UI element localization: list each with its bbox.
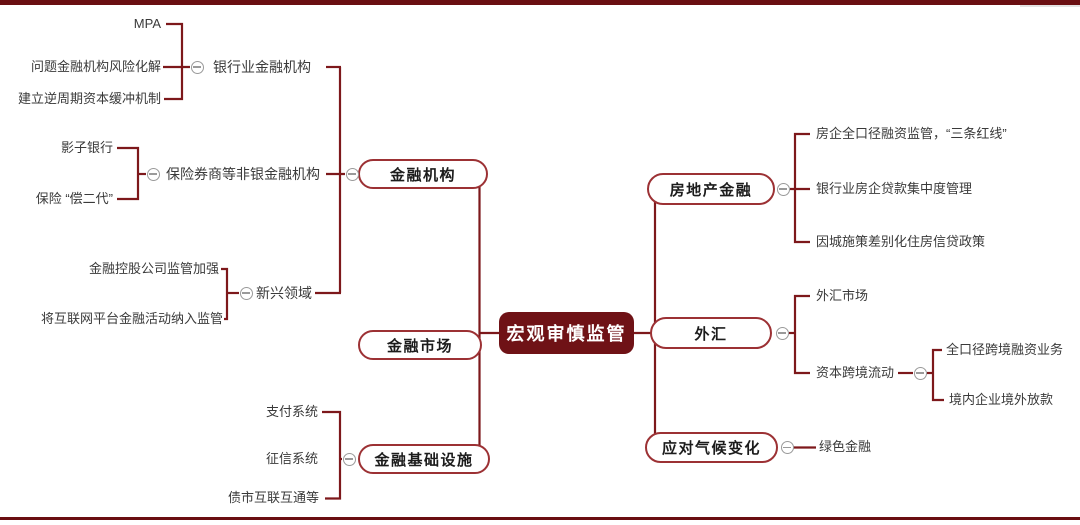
leaf-insurance-crossii[interactable]: 保险 “偿二代” — [35, 191, 113, 206]
collapse-minus-icon-fx[interactable] — [775, 326, 789, 340]
leaf-internet-platform-regulation[interactable]: 将互联网平台金融活动纳入监管 — [40, 311, 223, 326]
branch-node-financial-markets[interactable]: 金融市场 — [358, 330, 482, 360]
leaf-green-finance[interactable]: 绿色金融 — [819, 439, 872, 454]
leaf-loan-concentration-management[interactable]: 银行业房企贷款集中度管理 — [816, 181, 973, 196]
connector-bracket-realestate-children — [793, 132, 810, 244]
leaf-fx-market[interactable]: 外汇市场 — [816, 288, 869, 303]
subtopic-emerging-areas[interactable]: 新兴领域 — [256, 285, 312, 301]
collapse-minus-icon-climate[interactable] — [780, 441, 794, 454]
leaf-shadow-banking[interactable]: 影子银行 — [60, 140, 113, 155]
connector-bracket-banking-children — [164, 22, 184, 101]
bottom-border-bar — [0, 517, 1080, 520]
leaf-bond-market-connectivity[interactable]: 债市互联互通等 — [227, 490, 319, 505]
connector-bracket-infrastructure-children — [322, 410, 342, 500]
branch-node-financial-infrastructure[interactable]: 金融基础设施 — [358, 444, 490, 474]
branch-node-financial-institutions[interactable]: 金融机构 — [358, 159, 488, 189]
connector-bracket-nonbank-children — [117, 146, 140, 201]
branch-node-climate-change[interactable]: 应对气候变化 — [645, 432, 778, 463]
collapse-minus-icon-capital-flow[interactable] — [913, 366, 927, 380]
connector-bracket-fx-children — [793, 294, 810, 375]
top-right-scroll-artifact — [1020, 5, 1080, 7]
leaf-credit-reporting-system[interactable]: 征信系统 — [265, 451, 318, 466]
subtopic-nonbank-institutions[interactable]: 保险券商等非银金融机构 — [166, 166, 320, 182]
leaf-three-red-lines[interactable]: 房企全口径融资监管，“三条红线” — [816, 126, 1007, 141]
leaf-city-specific-housing-credit[interactable]: 因城施策差别化住房信贷政策 — [816, 234, 986, 249]
collapse-minus-icon-real-estate[interactable] — [776, 182, 790, 196]
leaf-countercyclical-buffer[interactable]: 建立逆周期资本缓冲机制 — [17, 91, 161, 106]
collapse-minus-icon-infrastructure[interactable] — [342, 452, 356, 466]
collapse-minus-icon-emerging[interactable] — [239, 286, 253, 300]
leaf-mpa[interactable]: MPA — [133, 16, 161, 31]
subtopic-cross-border-capital-flow[interactable]: 资本跨境流动 — [816, 365, 895, 380]
leaf-financial-holding-regulation[interactable]: 金融控股公司监管加强 — [88, 261, 219, 276]
root-node-macroprudential[interactable]: 宏观审慎监管 — [499, 312, 634, 354]
collapse-minus-icon-institutions[interactable] — [345, 167, 359, 181]
leaf-full-caliber-cross-border-financing[interactable]: 全口径跨境融资业务 — [946, 342, 1064, 357]
subtopic-banking-institutions[interactable]: 银行业金融机构 — [213, 59, 311, 75]
top-border-bar — [0, 0, 1080, 5]
collapse-minus-icon-nonbank[interactable] — [146, 167, 160, 181]
branch-node-real-estate-finance[interactable]: 房地产金融 — [647, 173, 775, 205]
collapse-minus-icon-banking[interactable] — [190, 60, 204, 74]
connector-bracket-capitalflow-children — [931, 348, 944, 402]
branch-node-foreign-exchange[interactable]: 外汇 — [650, 317, 772, 349]
leaf-payment-system[interactable]: 支付系统 — [265, 404, 318, 419]
leaf-domestic-overseas-lending[interactable]: 境内企业境外放款 — [949, 392, 1054, 407]
leaf-problem-institution-risk[interactable]: 问题金融机构风险化解 — [30, 59, 161, 74]
